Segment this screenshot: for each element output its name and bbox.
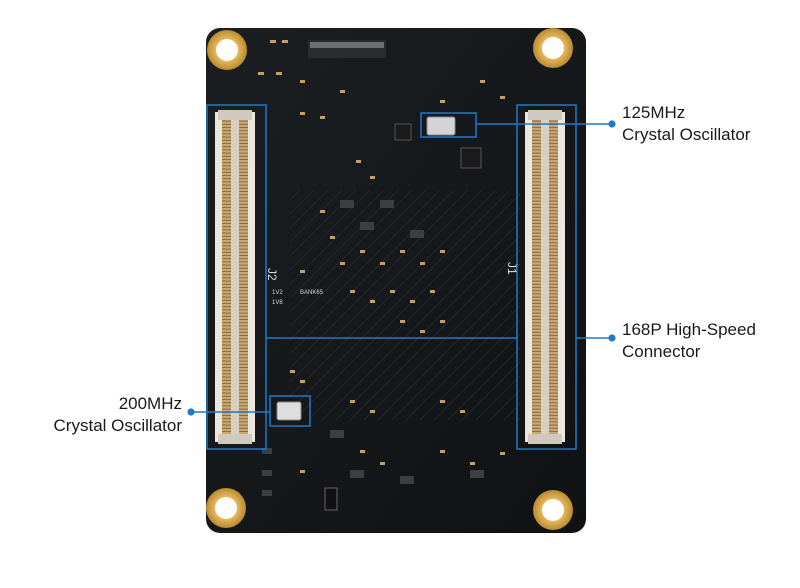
mounting-hole-top-right xyxy=(533,28,573,68)
callout-graphics xyxy=(191,104,612,450)
silkscreen-1v8: 1V8 xyxy=(272,300,283,306)
callout-dots xyxy=(187,120,616,416)
oscillator-200mhz xyxy=(276,401,302,421)
mounting-hole-bottom-right xyxy=(533,490,573,530)
highlight-box-oscillator-200 xyxy=(269,395,311,427)
highlight-box-connector-j2 xyxy=(206,104,267,450)
callout-label-200mhz: 200MHz Crystal Oscillator xyxy=(54,393,182,437)
silkscreen-j1: J1 xyxy=(505,262,519,275)
callout-label-125mhz: 125MHz Crystal Oscillator xyxy=(622,102,750,146)
callout-125-line2: Crystal Oscillator xyxy=(622,125,751,144)
silkscreen-labels: J2 J1 BANK65 1V2 1V8 xyxy=(265,262,519,306)
oscillator-125mhz xyxy=(426,116,456,136)
callout-connector-line2: Connector xyxy=(622,342,701,361)
callout-dot-125 xyxy=(608,120,616,128)
top-header-pins xyxy=(308,40,386,58)
silkscreen-bank65: BANK65 xyxy=(300,290,324,296)
connector-j1 xyxy=(525,110,565,444)
highlight-box-connector-j1 xyxy=(516,104,577,450)
callout-200-line1: 200MHz xyxy=(118,394,182,413)
callout-dot-connector xyxy=(608,334,616,342)
mounting-holes xyxy=(206,28,573,530)
callout-dot-200 xyxy=(187,408,195,416)
connector-j2 xyxy=(215,110,255,444)
callout-connector-line1: 168P High-Speed xyxy=(622,320,756,339)
mounting-hole-top-left xyxy=(207,30,247,70)
callout-125-line1: 125MHz xyxy=(622,103,686,122)
mounting-hole-bottom-left xyxy=(206,488,246,528)
smd-components xyxy=(258,40,505,511)
silkscreen-1v2: 1V2 xyxy=(272,290,283,296)
highlight-box-oscillator-125 xyxy=(420,112,477,138)
silkscreen-j2: J2 xyxy=(265,268,279,281)
callout-label-connector: 168P High-Speed Connector xyxy=(622,319,756,363)
callout-200-line2: Crystal Oscillator xyxy=(53,416,182,435)
